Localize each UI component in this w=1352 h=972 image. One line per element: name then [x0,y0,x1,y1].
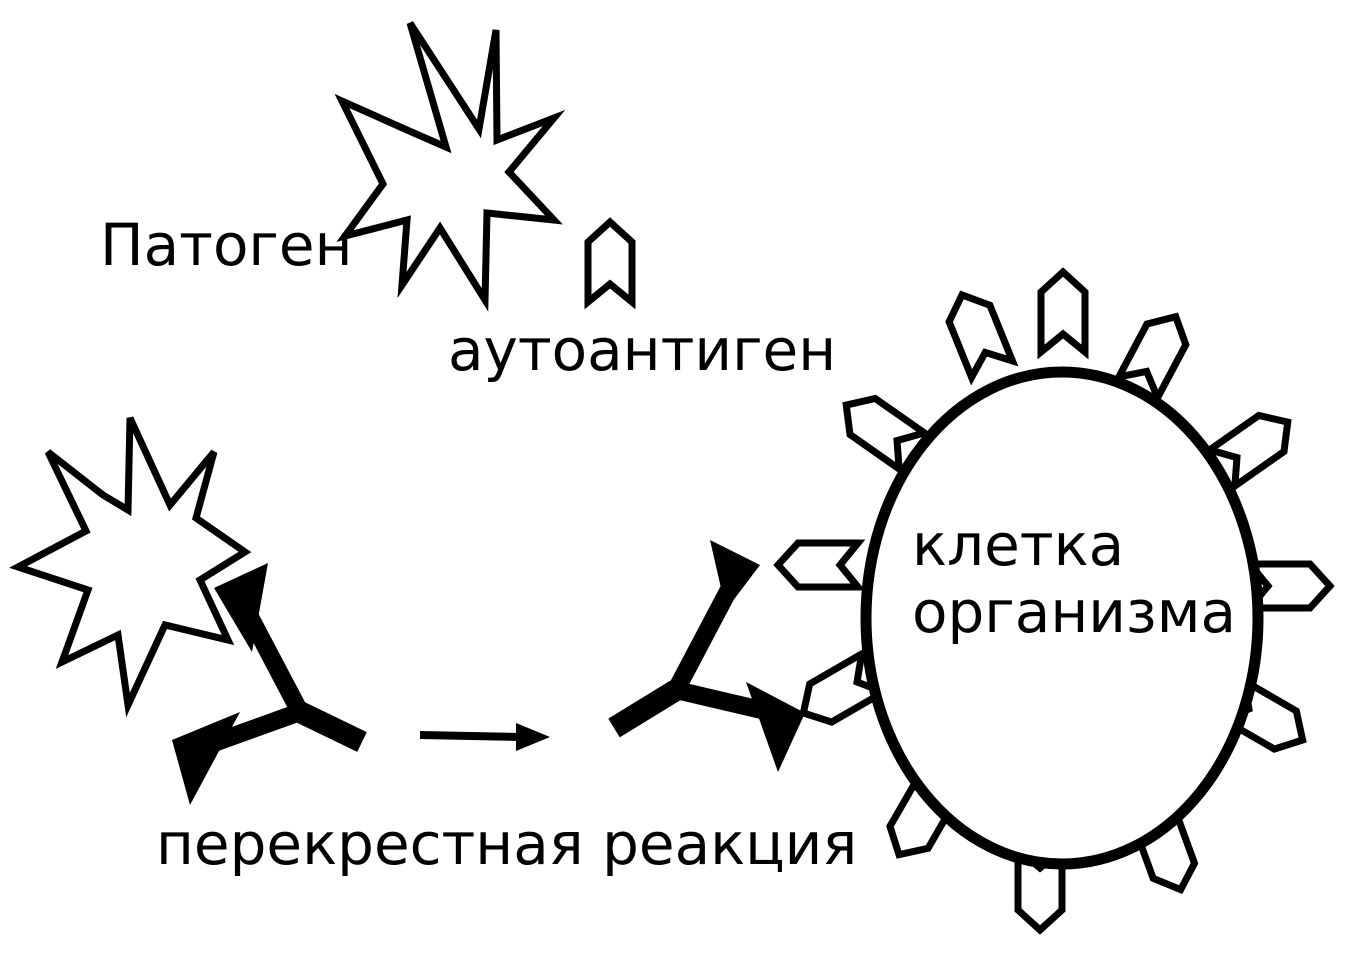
body-cell-icon [778,272,1330,930]
autoantigen-tag-icon [588,222,632,302]
body-cell-label-line1: клетка [912,511,1125,579]
antibody-right-icon [608,540,805,772]
cross-reaction-label: перекрестная реакция [156,810,858,878]
pathogen-label: Патоген [100,211,353,279]
pathogen-star-icon [334,21,566,312]
pathogen-star-bound-icon [9,416,252,718]
reaction-arrow-icon [419,723,550,751]
antibody-left-icon [172,563,367,805]
body-cell-label: клетка организма [912,512,1236,645]
autoantigen-label: аутоантиген [448,316,837,384]
body-cell-label-line2: организма [912,577,1237,646]
